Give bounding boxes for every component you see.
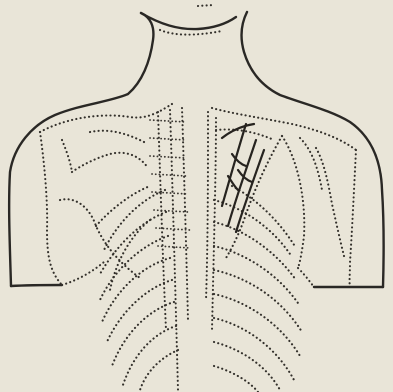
left-arm-cut: [11, 285, 62, 286]
neck-dot-line: [160, 30, 222, 35]
ink-marks: [222, 124, 264, 232]
right-scapula-dots: [212, 108, 356, 287]
collar-dot-line: [198, 5, 214, 6]
left-scapula-dots: [40, 104, 172, 285]
body-outline: [9, 5, 384, 287]
left-neck-line: [9, 13, 153, 286]
spine-dots: [150, 108, 216, 390]
right-neck-line: [242, 12, 384, 287]
neck-top-line: [141, 13, 236, 29]
left-rib-dots: [100, 190, 178, 390]
right-rib-dots: [214, 186, 302, 392]
